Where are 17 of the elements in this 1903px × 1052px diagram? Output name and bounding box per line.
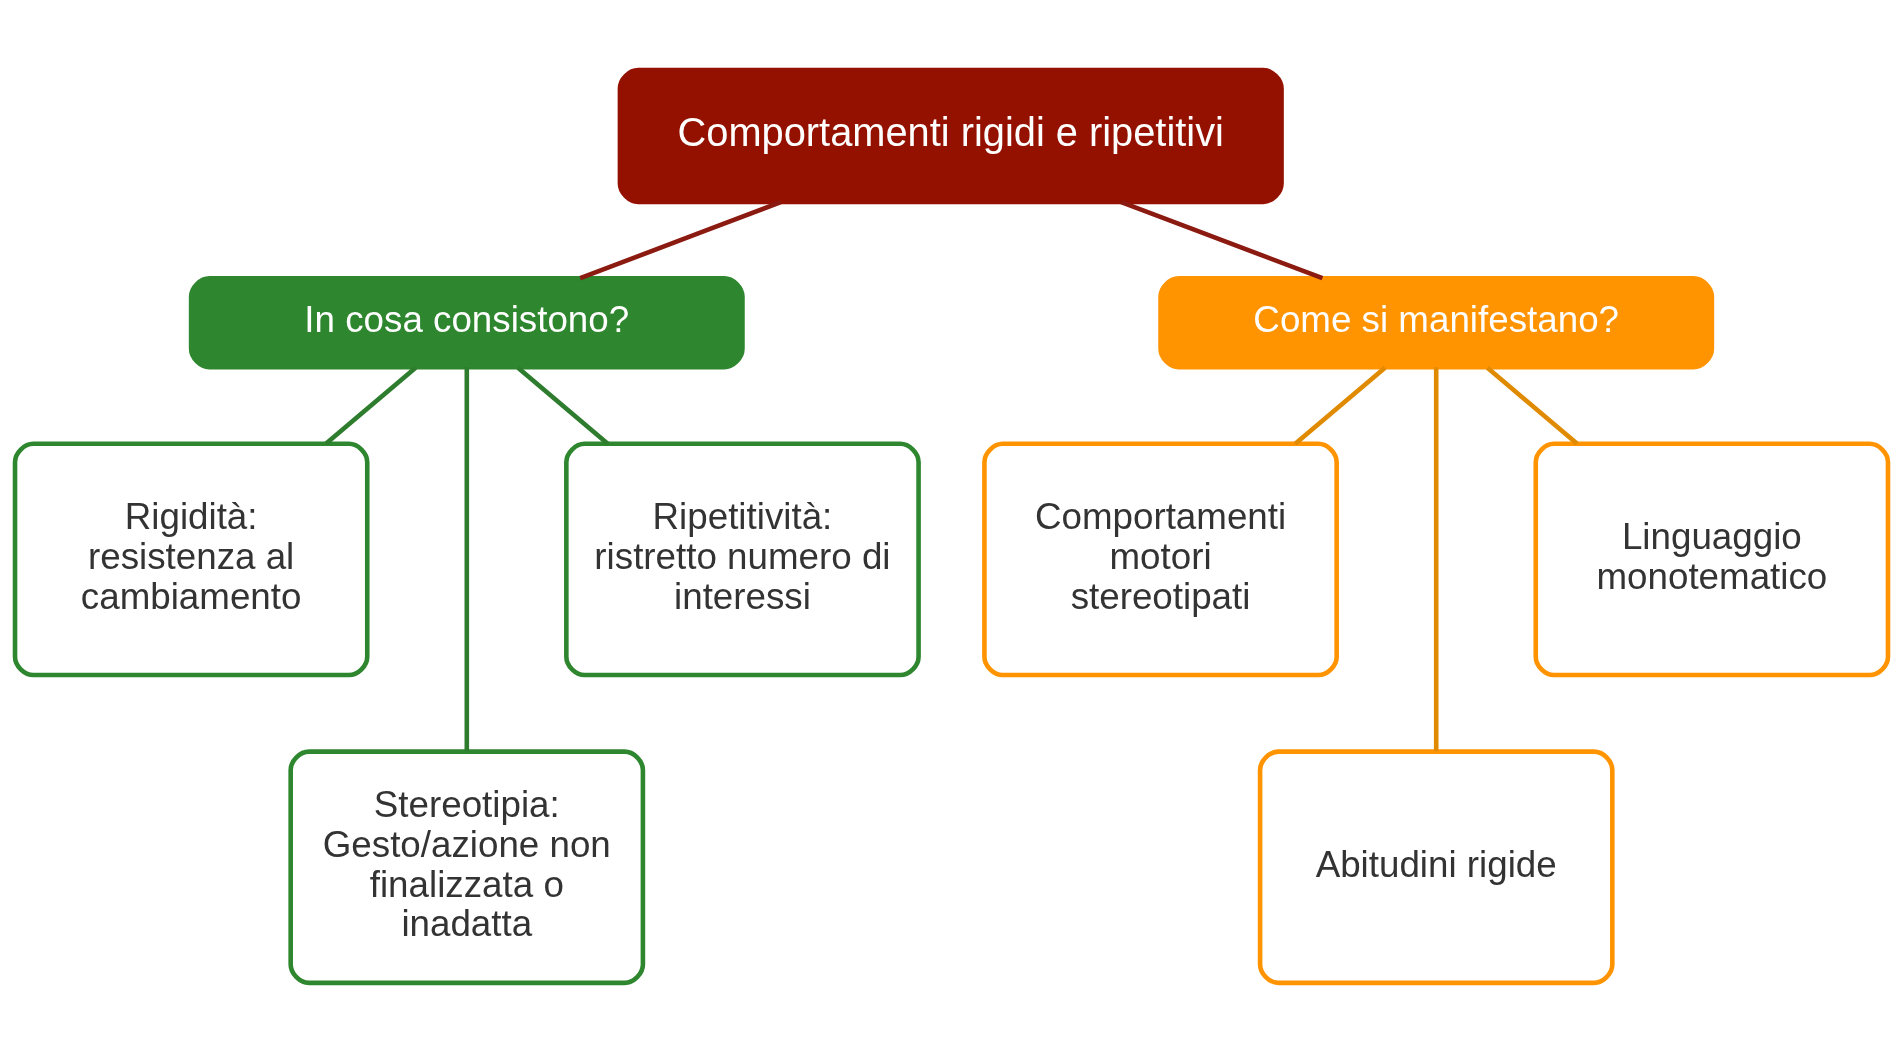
node-box: Abitudini rigide [1257, 748, 1615, 985]
node-box: Comportamenti motori stereotipati [982, 441, 1339, 677]
node-box: Stereotipia: Gesto/azione non finalizzata o inadatta [288, 748, 646, 985]
node-box: Come si manifestano? [1158, 275, 1715, 370]
node-box: In cosa consistono? [188, 275, 745, 370]
node-box: Comportamenti rigidi e ripetitivi [617, 67, 1284, 204]
node-box: Ripetitività: ristretto numero di interessi [564, 441, 921, 677]
connector [1485, 365, 1579, 445]
node-box: Rigidità: resistenza al cambiamento [12, 441, 370, 677]
connector [464, 366, 470, 751]
connector [579, 199, 782, 280]
connector [324, 365, 418, 445]
connector [1433, 366, 1439, 751]
connector [516, 365, 610, 445]
connector [1120, 199, 1324, 280]
node-box: Linguaggio monotematico [1533, 441, 1891, 677]
connector [1293, 365, 1387, 445]
